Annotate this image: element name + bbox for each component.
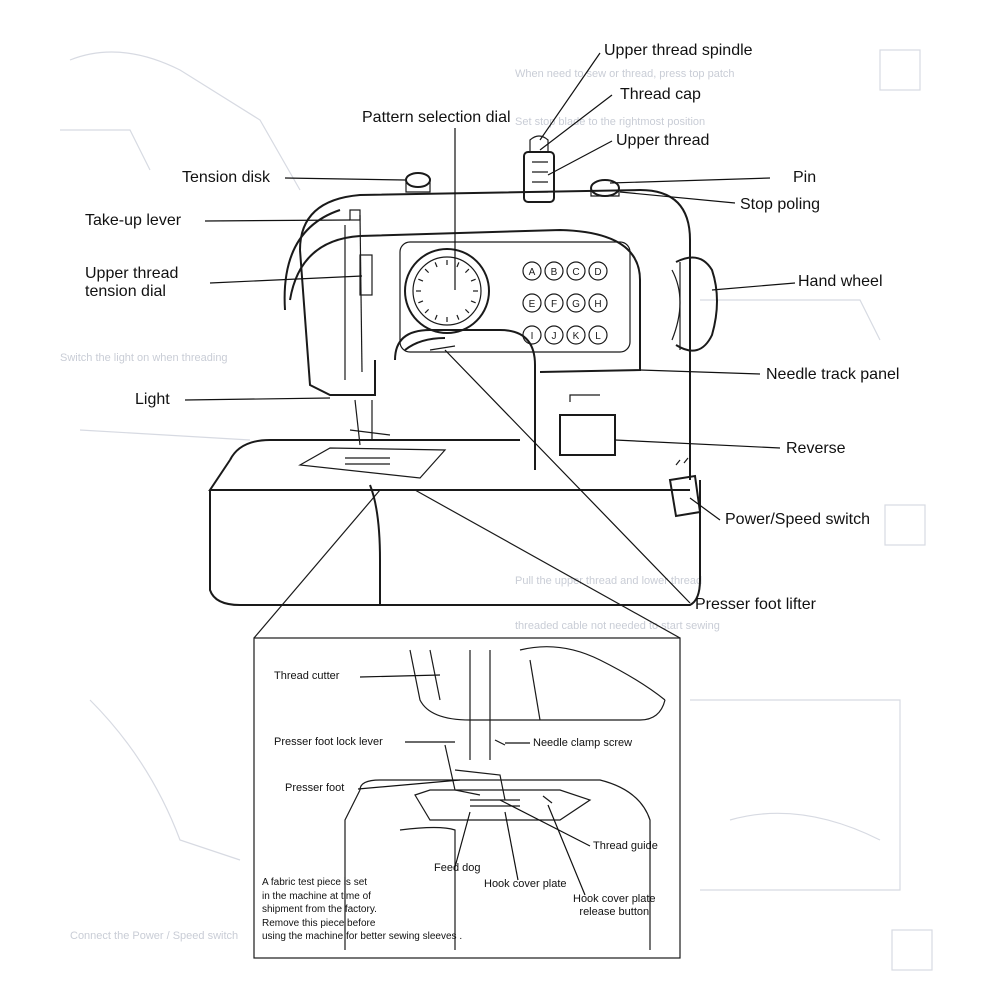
dial-tick — [464, 268, 470, 274]
label-needle-track-panel: Needle track panel — [766, 366, 900, 383]
pattern-button — [544, 293, 564, 313]
pattern-button — [544, 261, 564, 281]
label-reverse: Reverse — [786, 440, 846, 457]
pattern-button — [566, 261, 586, 281]
label-line: Hook cover plate — [573, 893, 656, 905]
pattern-button — [522, 325, 542, 345]
label-thread-cap: Thread cap — [620, 86, 701, 103]
label-upper-thread: Upper thread — [616, 132, 710, 149]
label-presser-foot-lifter: Presser foot lifter — [695, 596, 816, 613]
label-hand-wheel: Hand wheel — [798, 273, 883, 290]
label-presser-foot-lock-lever: Presser foot lock lever — [274, 736, 383, 748]
dial-tick — [424, 268, 430, 274]
pattern-button — [566, 293, 586, 313]
label-upper-thread-spindle: Upper thread spindle — [604, 42, 753, 59]
label-presser-foot: Presser foot — [285, 782, 345, 794]
label-tension-disk: Tension disk — [182, 169, 271, 186]
dial-tick — [464, 308, 470, 314]
label-line: release button — [579, 905, 650, 918]
pattern-button — [522, 261, 542, 281]
dial-tick — [470, 300, 476, 304]
pattern-button-letter: J — [552, 331, 557, 342]
watermark-text: threaded cable not needed to start sewin… — [515, 620, 720, 632]
label-line: Upper thread — [85, 265, 179, 282]
pattern-button-letter: D — [594, 267, 601, 278]
dial-tick — [418, 300, 424, 304]
dial-tick — [434, 314, 438, 320]
label-feed-dog: Feed dog — [434, 862, 481, 874]
dial-tick — [470, 278, 476, 282]
pattern-button-letter: C — [572, 267, 579, 278]
dial-tick — [456, 314, 460, 320]
label-line: tension dial — [85, 283, 166, 301]
pattern-button — [588, 293, 608, 313]
pattern-button-letter: K — [573, 331, 580, 342]
pattern-button-letter: I — [531, 331, 534, 342]
dial-tick — [456, 262, 460, 268]
pattern-button — [566, 325, 586, 345]
label-pin: Pin — [793, 169, 817, 186]
label-take-up-lever: Take-up lever — [85, 212, 182, 229]
pattern-button-letter: E — [529, 299, 536, 310]
label-hook-cover-plate: Hook cover plate — [484, 878, 567, 890]
note-line: shipment from the factory. — [262, 904, 377, 915]
label-power-speed-switch: Power/Speed switch — [725, 511, 870, 528]
label-upper-thread-tension-dial: Upper thread tension dial — [85, 265, 178, 302]
watermark-text: Set stop blade to the rightmost position — [515, 116, 706, 128]
fabric-test-note: A fabric test piece is set in the machin… — [262, 876, 492, 944]
note-line: using the machine for better sewing slee… — [262, 931, 463, 942]
pattern-button-letter: A — [529, 267, 536, 278]
note-line: in the machine at time of — [262, 890, 371, 902]
pattern-button-letter: F — [551, 299, 557, 310]
note-line: A fabric test piece is set — [262, 877, 368, 888]
label-needle-clamp-screw: Needle clamp screw — [533, 737, 633, 749]
pattern-button — [544, 325, 564, 345]
label-pattern-selection-dial: Pattern selection dial — [362, 109, 511, 126]
pattern-button-letter: H — [594, 299, 601, 310]
note-line: Remove this piece before — [262, 917, 376, 929]
pattern-button — [588, 261, 608, 281]
dial-tick — [424, 308, 430, 314]
pattern-button-letter: L — [595, 331, 601, 342]
pattern-button — [522, 293, 542, 313]
dial-tick — [434, 262, 438, 268]
watermark-text: When need to sew or thread, press top pa… — [515, 68, 735, 80]
label-thread-cutter: Thread cutter — [274, 670, 340, 682]
watermark-text: Connect the Power / Speed switch — [70, 930, 239, 942]
pattern-button-letter: B — [551, 267, 558, 278]
pattern-button — [588, 325, 608, 345]
label-light: Light — [135, 391, 170, 408]
label-stop-poling: Stop poling — [740, 196, 821, 213]
pattern-button-letter: G — [572, 299, 580, 310]
label-thread-guide: Thread guide — [593, 840, 658, 852]
watermark-text: Pull the upper thread and lower thread — [515, 575, 703, 587]
watermark-text: Switch the light on when threading — [60, 352, 228, 364]
dial-tick — [418, 278, 424, 282]
label-hook-cover-plate-release-button: Hook cover plate release button — [573, 893, 656, 918]
